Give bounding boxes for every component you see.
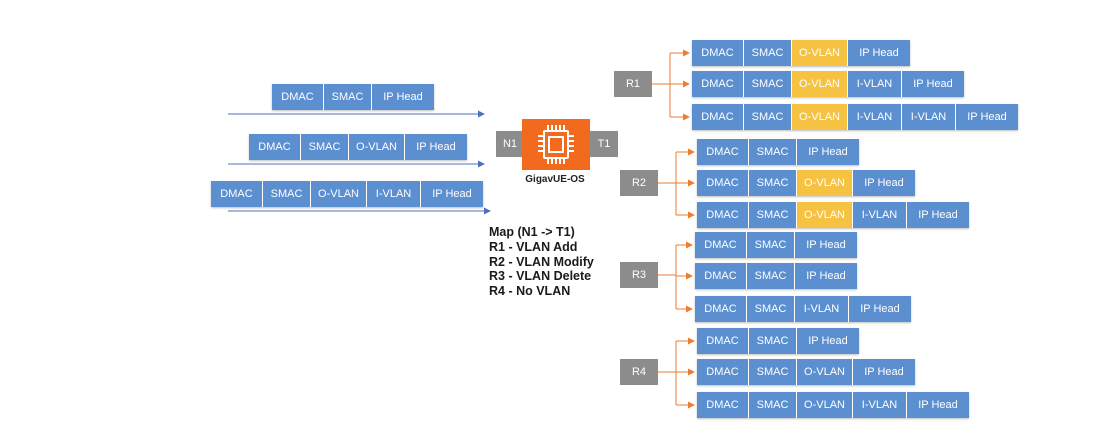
field-dmac: DMAC [272, 84, 323, 110]
field-ip-head: IP Head [907, 202, 969, 228]
field-ip-head: IP Head [797, 139, 859, 165]
field-smac: SMAC [749, 170, 796, 196]
rule-box-r4: R4 [620, 359, 658, 385]
field-smac: SMAC [744, 104, 791, 130]
processor-chip-icon [538, 125, 574, 164]
field-o-vlan: O-VLAN [797, 202, 852, 228]
field-ip-head: IP Head [372, 84, 434, 110]
field-smac: SMAC [747, 263, 794, 289]
field-o-vlan: O-VLAN [792, 71, 847, 97]
field-smac: SMAC [747, 232, 794, 258]
field-o-vlan: O-VLAN [349, 134, 404, 160]
field-ip-head: IP Head [421, 181, 483, 207]
field-i-vlan: I-VLAN [853, 392, 906, 418]
field-ip-head: IP Head [853, 170, 915, 196]
field-o-vlan: O-VLAN [797, 170, 852, 196]
field-dmac: DMAC [249, 134, 300, 160]
field-smac: SMAC [324, 84, 371, 110]
field-dmac: DMAC [697, 202, 748, 228]
legend-line: R3 - VLAN Delete [489, 269, 592, 284]
field-dmac: DMAC [692, 104, 743, 130]
field-ip-head: IP Head [848, 40, 910, 66]
field-ip-head: IP Head [853, 359, 915, 385]
field-dmac: DMAC [697, 170, 748, 196]
rule-box-r1: R1 [614, 71, 652, 97]
device-name: GigavUE-OS [525, 174, 585, 185]
legend-line: R4 - No VLAN [489, 284, 571, 299]
rule-box-r2: R2 [620, 170, 658, 196]
field-ip-head: IP Head [902, 71, 964, 97]
field-dmac: DMAC [695, 232, 746, 258]
field-ip-head: IP Head [956, 104, 1018, 130]
field-o-vlan: O-VLAN [797, 392, 852, 418]
field-dmac: DMAC [692, 40, 743, 66]
rule-box-r3: R3 [620, 262, 658, 288]
field-smac: SMAC [749, 139, 796, 165]
field-dmac: DMAC [697, 359, 748, 385]
field-smac: SMAC [749, 359, 796, 385]
field-smac: SMAC [747, 296, 794, 322]
field-i-vlan: I-VLAN [848, 71, 901, 97]
field-i-vlan: I-VLAN [902, 104, 955, 130]
field-smac: SMAC [749, 328, 796, 354]
field-dmac: DMAC [695, 296, 746, 322]
field-smac: SMAC [744, 40, 791, 66]
field-dmac: DMAC [697, 139, 748, 165]
field-dmac: DMAC [211, 181, 262, 207]
field-ip-head: IP Head [795, 263, 857, 289]
field-i-vlan: I-VLAN [848, 104, 901, 130]
field-o-vlan: O-VLAN [311, 181, 366, 207]
field-ip-head: IP Head [849, 296, 911, 322]
output-port-t1: T1 [590, 131, 618, 157]
field-dmac: DMAC [697, 328, 748, 354]
legend: Map (N1 -> T1) R1 - VLAN Add R2 - VLAN M… [489, 225, 594, 299]
field-dmac: DMAC [692, 71, 743, 97]
field-dmac: DMAC [695, 263, 746, 289]
field-dmac: DMAC [697, 392, 748, 418]
field-smac: SMAC [749, 202, 796, 228]
field-ip-head: IP Head [795, 232, 857, 258]
field-i-vlan: I-VLAN [853, 202, 906, 228]
legend-line: Map (N1 -> T1) [489, 225, 575, 239]
field-smac: SMAC [749, 392, 796, 418]
field-o-vlan: O-VLAN [792, 40, 847, 66]
legend-line: R2 - VLAN Modify [489, 254, 594, 269]
field-smac: SMAC [263, 181, 310, 207]
legend-line: R1 - VLAN Add [489, 239, 578, 254]
field-ip-head: IP Head [907, 392, 969, 418]
field-smac: SMAC [744, 71, 791, 97]
field-o-vlan: O-VLAN [797, 359, 852, 385]
field-i-vlan: I-VLAN [367, 181, 420, 207]
input-port-n1: N1 [496, 131, 524, 157]
field-o-vlan: O-VLAN [792, 104, 847, 130]
device-tile [522, 119, 590, 170]
field-ip-head: IP Head [797, 328, 859, 354]
field-ip-head: IP Head [405, 134, 467, 160]
field-smac: SMAC [301, 134, 348, 160]
field-i-vlan: I-VLAN [795, 296, 848, 322]
